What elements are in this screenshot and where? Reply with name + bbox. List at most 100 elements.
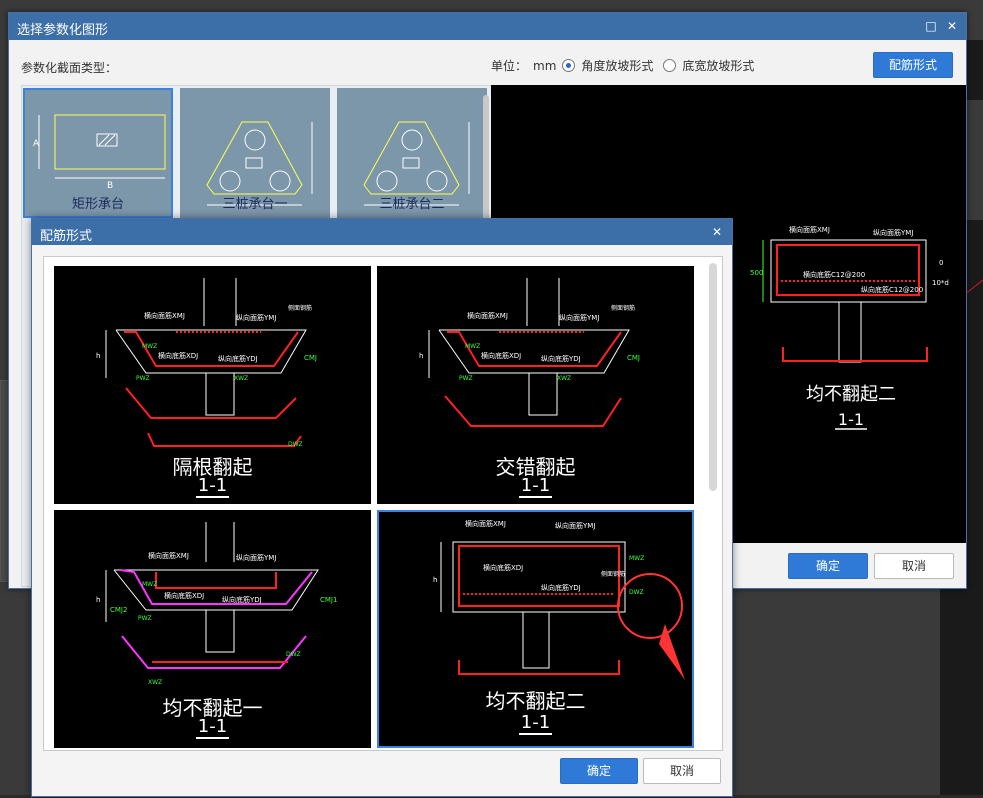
main-dialog-titlebar: 选择参数化图形 □ ✕ [9,13,966,40]
card-no-bent-1[interactable]: h 横向面筋XMJ 纵向面筋YMJ 横向底筋XDJ 纵向底筋YDJ CMJ1 C… [54,510,371,748]
preview-drawing: 500 横向面筋XMJ 纵向面筋YMJ 横向底筋C12@200 纵向底筋C12@… [750,225,949,430]
preview-subtitle: 1-1 [838,410,864,429]
thumb-three-pile-1[interactable]: 三桩承台一 [180,88,330,218]
card1-title: 隔根翻起 [172,455,253,479]
preview-bottom-longitudinal-label: 纵向底筋C12@200 [861,285,923,294]
card3-cmj1-label: CMJ1 [320,596,337,604]
card4-subtitle: 1-1 [518,712,553,735]
preview-dim-b-label: 10*d [932,279,949,287]
card2-mwz-label: MWZ [465,343,480,350]
card3-ydj-label: 纵向底筋YDJ [222,595,262,604]
card2-side-label: 侧面钢筋 [611,304,635,312]
card2-cmj-label: CMJ [627,354,640,362]
thumb-three-pile-2-label: 三桩承台二 [379,197,445,212]
card3-subtitle: 1-1 [195,716,230,739]
card-staggered-bent-drawing: h 横向面筋XMJ 纵向面筋YMJ 横向底筋XDJ 纵向底筋YDJ CMJ MW… [419,278,640,427]
card2-xmj-label: 横向面筋XMJ [467,311,508,320]
card-no-bent-2[interactable]: h 横向面筋XMJ 纵向面筋YMJ 横向底筋XDJ 纵向底筋YDJ MWZ DW… [377,510,694,748]
rebar-dialog-title: 配筋形式 [40,229,93,244]
card1-ydj-label: 纵向底筋YDJ [218,354,258,363]
card2-title: 交错翻起 [495,455,576,479]
card3-mwz-label: MWZ [142,581,157,588]
maximize-icon[interactable]: □ [925,19,937,33]
card1-xdj-label: 横向底筋XDJ [158,351,198,360]
thumbnail-scrollbar[interactable] [483,95,489,225]
card-staggered-bent[interactable]: h 横向面筋XMJ 纵向面筋YMJ 横向底筋XDJ 纵向底筋YDJ CMJ MW… [377,266,694,504]
preview-top-longitudinal-label: 纵向面筋YMJ [873,228,913,237]
close-icon[interactable]: ✕ [711,225,723,239]
card4-ymj-label: 纵向面筋YMJ [555,521,595,530]
card1-ymj-label: 纵向面筋YMJ [236,313,276,322]
card3-h-label: h [96,596,100,604]
card1-dwz-label: DWZ [288,441,303,448]
rebar-style-dialog: 配筋形式 ✕ h 横向面筋XMJ 纵向面筋YMJ 横向底筋XDJ 纵向底筋YDJ… [31,218,733,797]
main-cancel-button[interactable]: 取消 [874,553,954,579]
card2-subtitle: 1-1 [518,475,553,498]
card2-xdj-label: 横向底筋XDJ [481,351,521,360]
preview-title: 均不翻起二 [806,384,896,405]
card1-side-label: 侧面钢筋 [288,304,312,312]
angle-slope-radio[interactable] [562,59,576,72]
card2-ydj-label: 纵向底筋YDJ [541,354,581,363]
width-slope-radio[interactable] [663,59,677,72]
card1-subtitle: 1-1 [195,475,230,498]
thumb-three-pile-2-drawing [363,121,470,206]
rebar-cancel-button[interactable]: 取消 [643,758,721,784]
preview-top-transverse-label: 横向面筋XMJ [789,225,830,234]
card1-h-label: h [96,352,100,360]
card-alternate-bent[interactable]: h 横向面筋XMJ 纵向面筋YMJ 横向底筋XDJ 纵向底筋YDJ CMJ MW… [54,266,371,504]
card4-side-label: 侧面钢筋 [601,570,625,578]
card4-xmj-label: 横向面筋XMJ [465,519,506,528]
card4-xdj-label: 横向底筋XDJ [483,563,523,572]
annotation-circle-arrow [617,573,685,680]
card3-xmj-label: 横向面筋XMJ [148,551,189,560]
thumb-three-pile-1-label: 三桩承台一 [222,197,288,212]
card2-ymj-label: 纵向面筋YMJ [559,313,599,322]
thumb-rect-cap-label: 矩形承台 [71,197,124,212]
card-alternate-bent-drawing: h 横向面筋XMJ 纵向面筋YMJ 横向底筋XDJ 纵向底筋YDJ CMJ MW… [96,278,317,448]
main-ok-button[interactable]: 确定 [788,553,868,579]
card4-h-label: h [433,576,437,584]
card1-xmj-label: 横向面筋XMJ [144,311,185,320]
card4-dwz-label: DWZ [629,589,644,596]
rebar-dialog-titlebar: 配筋形式 ✕ [32,219,732,245]
width-slope-label[interactable]: 底宽放坡形式 [682,59,755,73]
card2-pwz-label: PWZ [459,375,473,382]
unit-value: mm [533,58,557,73]
svg-text:B: B [107,181,113,191]
preview-dim-a-label: 0 [939,259,943,267]
svg-text:A: A [33,139,40,149]
card1-xwz-label: XWZ [234,375,248,382]
preview-bottom-transverse-label: 横向底筋C12@200 [803,270,865,279]
card3-ymj-label: 纵向面筋YMJ [236,553,276,562]
thumb-rect-cap[interactable]: A B 矩形承台 [23,88,173,218]
close-icon[interactable]: ✕ [946,19,958,33]
rebar-style-button[interactable]: 配筋形式 [873,52,953,78]
card1-cmj-label: CMJ [304,354,317,362]
units-row: 单位： mm 角度放坡形式 底宽放坡形式 [491,57,754,74]
card1-mwz-label: MWZ [142,343,157,350]
rebar-ok-button[interactable]: 确定 [560,758,638,784]
thumb-three-pile-1-drawing [206,121,313,206]
preview-height-label: 500 [750,269,763,277]
card2-xwz-label: XWZ [557,375,571,382]
card2-h-label: h [419,352,423,360]
section-type-label: 参数化截面类型： [21,61,118,75]
card3-pwz-label: PWZ [138,615,152,622]
card3-dwz-label: DWZ [286,651,301,658]
card4-ydj-label: 纵向底筋YDJ [541,583,581,592]
card-no-bent-1-drawing: h 横向面筋XMJ 纵向面筋YMJ 横向底筋XDJ 纵向底筋YDJ CMJ1 C… [96,522,337,686]
card3-xwz-label: XWZ [148,679,162,686]
card4-mwz-label: MWZ [629,555,644,562]
rebar-grid-scrollbar[interactable] [709,263,717,491]
card3-xdj-label: 横向底筋XDJ [164,591,204,600]
card1-pwz-label: PWZ [136,375,150,382]
rebar-style-grid: h 横向面筋XMJ 纵向面筋YMJ 横向底筋XDJ 纵向底筋YDJ CMJ MW… [43,256,723,751]
main-dialog-title: 选择参数化图形 [17,23,109,38]
card-no-bent-2-drawing: h 横向面筋XMJ 纵向面筋YMJ 横向底筋XDJ 纵向底筋YDJ MWZ DW… [433,519,685,680]
angle-slope-label[interactable]: 角度放坡形式 [581,59,654,73]
card4-title: 均不翻起二 [485,689,586,713]
unit-label: 单位： [491,59,528,73]
thumb-three-pile-2[interactable]: 三桩承台二 [337,88,487,218]
card3-cmj2-label: CMJ2 [110,606,127,614]
